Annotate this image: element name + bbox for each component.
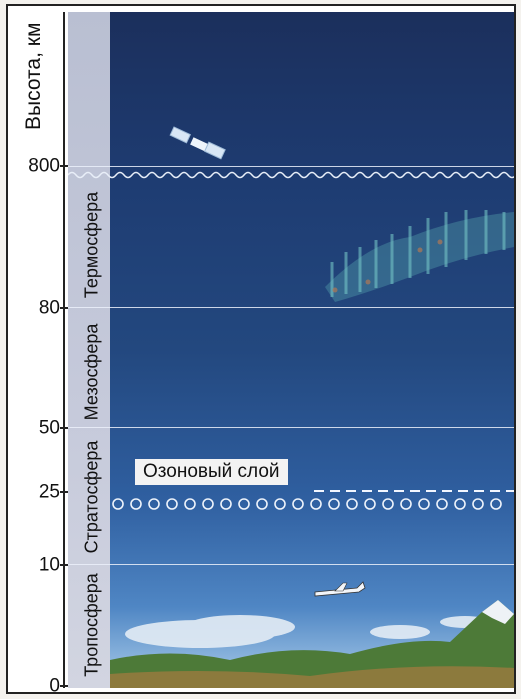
ozone-layer-label: Озоновый слой [135,459,288,485]
tick-mark-0 [60,685,68,687]
tick-label-50: 50 [38,417,60,439]
tick-mark-25 [60,491,68,493]
tick-mark-800 [60,165,68,167]
boundary-line-50 [68,427,514,428]
ozone-dashed-line [314,490,514,492]
tick-label-10: 10 [38,554,60,576]
boundary-line-80 [68,307,514,308]
tick-label-25: 25 [38,481,60,503]
layer-stratosphere: Стратосфера [81,440,102,554]
sky-illustration [110,126,514,688]
mountains [110,600,514,688]
layer-troposphere: Тропосфера [81,573,102,677]
layer-strip [68,12,110,688]
tick-mark-50 [60,427,68,429]
aurora [325,210,514,302]
y-axis-line [63,12,65,688]
tick-mark-80 [60,307,68,309]
layer-mesosphere: Мезосфера [81,323,102,421]
y-axis-title: Высота, км [22,22,45,130]
tick-label-0: 0 [49,675,60,697]
boundary-line-10 [68,564,514,565]
satellite-icon [169,126,226,160]
tick-label-800: 800 [28,155,60,177]
atmosphere-sky [110,12,514,688]
tick-label-80: 80 [38,297,60,319]
ozone-layer-rings [112,498,502,510]
boundary-line-800 [68,166,514,167]
tick-mark-10 [60,564,68,566]
clouds [125,615,490,648]
exosphere-boundary-wave [68,171,514,179]
layer-thermosphere: Термосфера [81,191,102,299]
airplane-icon [314,581,366,597]
